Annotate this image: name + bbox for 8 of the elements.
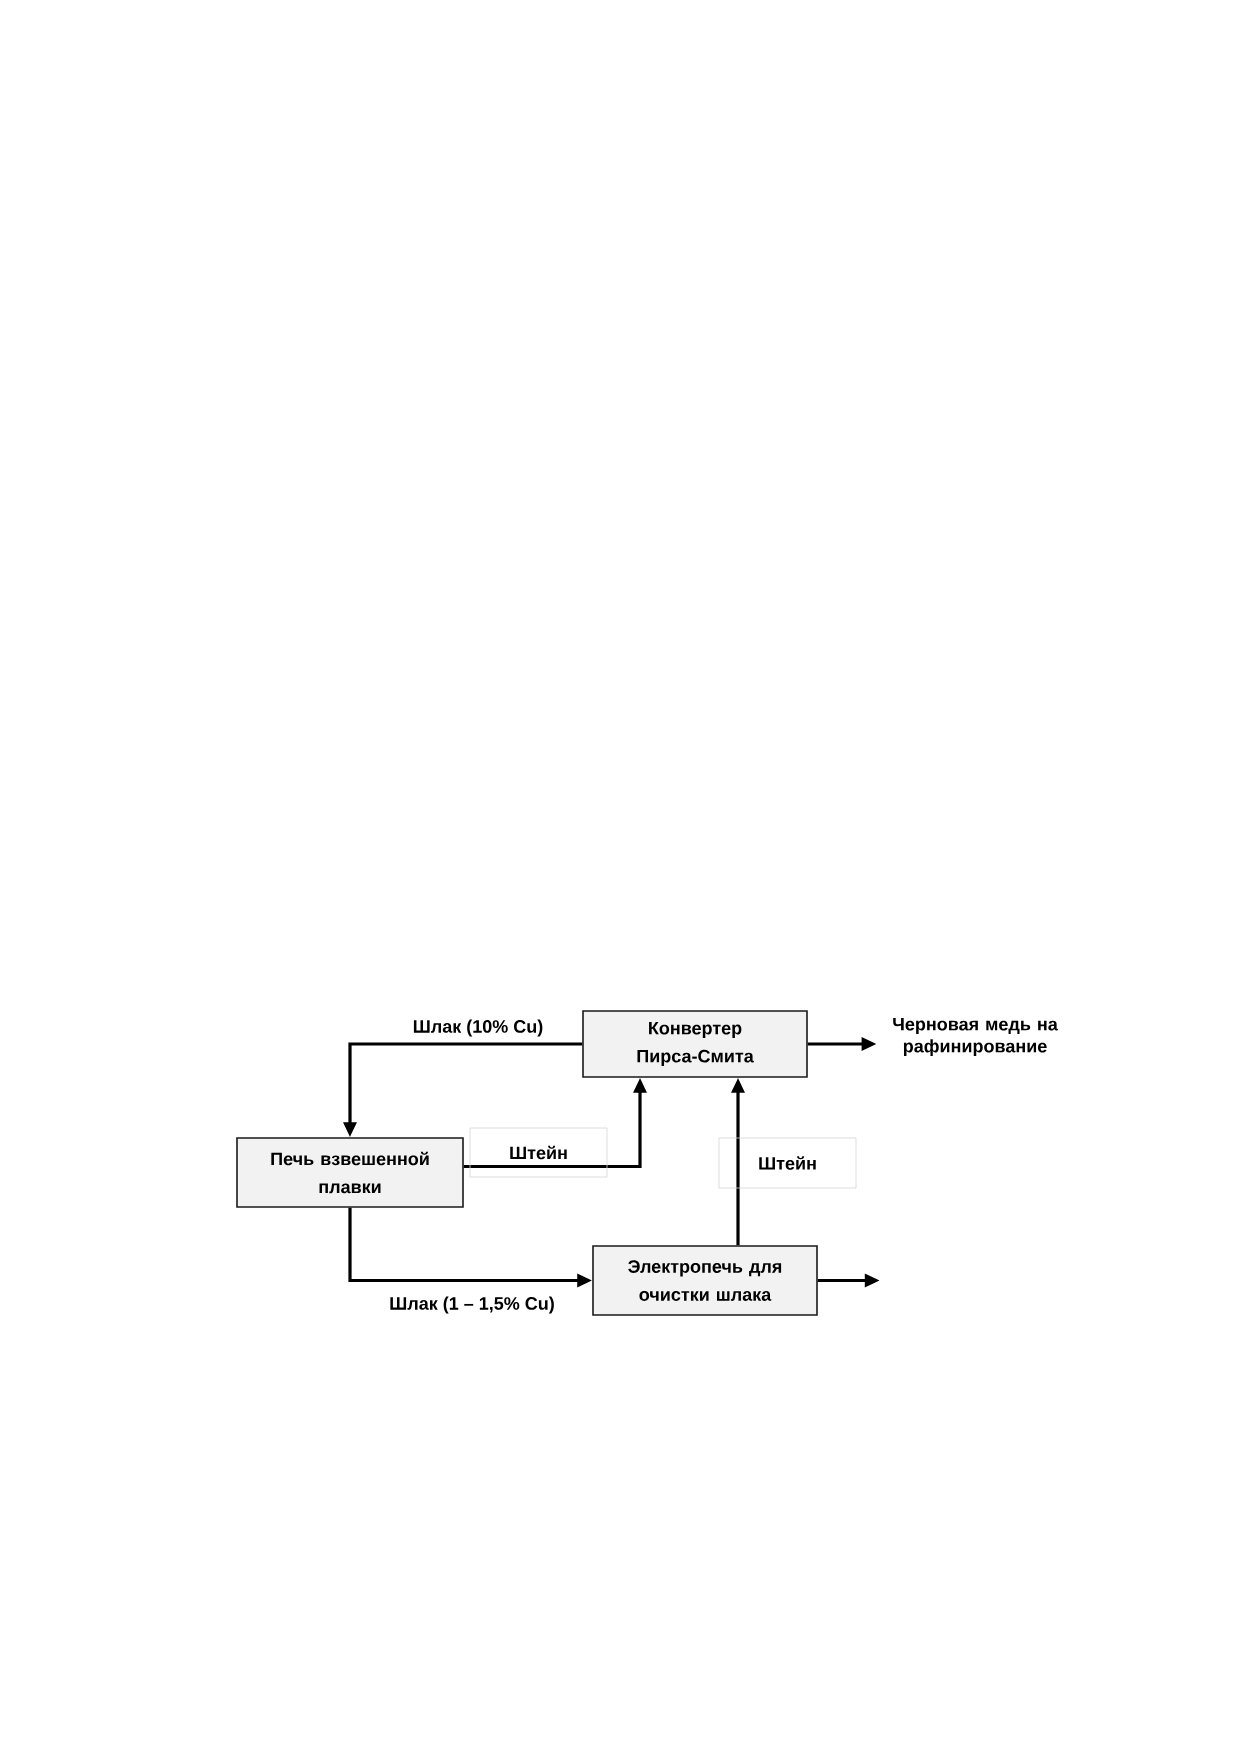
edge-label: Штейн <box>718 1137 857 1189</box>
edge-label: Шлак (1 – 1,5% Cu) <box>390 1296 554 1314</box>
edge-label: Штейн <box>469 1127 608 1178</box>
process-box: Электропечь для очистки шлака <box>592 1245 818 1316</box>
edge-label: Шлак (10% Cu) <box>413 1019 543 1037</box>
process-box: Печь взвешенной плавки <box>236 1137 464 1208</box>
process-box: Конвертер Пирса-Смита <box>582 1010 808 1078</box>
output-label: Черновая медь на рафинирование <box>893 1017 1058 1057</box>
